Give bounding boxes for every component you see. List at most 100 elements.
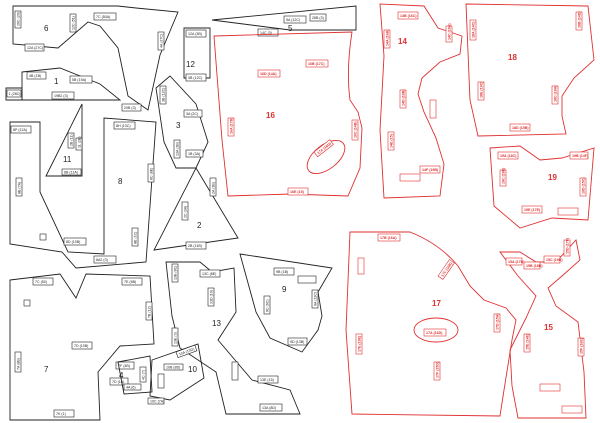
pattern-piece-1[interactable]: 1 4B (1B) 5B (19A) 1 (28C) 19B2 (3) 20B … xyxy=(5,67,142,112)
svg-text:9B (1B): 9B (1B) xyxy=(276,270,288,274)
piece-label: 6B (11A) xyxy=(61,168,82,176)
svg-text:7D (10B): 7D (10B) xyxy=(74,344,88,348)
pattern-piece-19[interactable]: 19 19A (18C) 19B (14F) 19C (18E) 19D (15… xyxy=(489,145,595,229)
piece-label: 2A (1B) xyxy=(209,177,217,197)
piece-number: 9 xyxy=(282,285,287,294)
piece-label xyxy=(231,361,239,381)
piece-label xyxy=(561,405,583,414)
piece-label: 15E (14E) xyxy=(523,333,531,353)
pattern-piece-3[interactable]: 3 3B (12C) 3A (2C) 13A (1B) 1B (3A) xyxy=(155,75,209,169)
piece-label: 17B (16A) xyxy=(377,233,401,242)
pattern-piece-8[interactable]: 8 8P (12A) 8H (13C) 8B (7A) 8D (10B) 8A2… xyxy=(9,117,157,269)
svg-text:16E (15): 16E (15) xyxy=(290,190,305,194)
piece-label: 19B2 (3) xyxy=(51,91,75,100)
piece-number: 16 xyxy=(266,111,275,120)
piece-label: 14F (19B) xyxy=(419,165,441,174)
svg-text:4A (6): 4A (6) xyxy=(126,386,136,390)
svg-text:8B (7A): 8B (7A) xyxy=(18,182,22,194)
piece-number: 14 xyxy=(398,37,407,46)
piece-label: 18A (14C) xyxy=(469,19,477,41)
svg-text:19B (14F): 19B (14F) xyxy=(572,154,589,158)
svg-text:10A (13D): 10A (13D) xyxy=(178,347,195,356)
svg-text:3A (2C): 3A (2C) xyxy=(186,112,198,116)
svg-text:13D (10): 13D (10) xyxy=(210,290,214,304)
piece-label: 10B (8D) xyxy=(163,363,184,371)
piece-label: 16B (17C) xyxy=(305,59,329,68)
piece-label: 12A (27C) xyxy=(24,43,45,52)
piece-label: 3B (12C) xyxy=(159,85,167,105)
svg-text:15F (16E): 15F (16E) xyxy=(580,337,584,354)
pattern-piece-14[interactable]: 14 14B (16C) 14A (16B) 14C (18A) 14D (18… xyxy=(379,3,463,199)
piece-label: 16E (15) xyxy=(287,187,309,196)
pattern-piece-10[interactable]: 10 10B (8D) 10A (13D) 10C (7A) xyxy=(147,343,205,405)
piece-label: 17E (19E) xyxy=(355,333,363,355)
pattern-piece-12[interactable]: 12 12A (3B) 3B (12C) xyxy=(183,27,211,82)
svg-text:18B (14D): 18B (14D) xyxy=(578,11,582,28)
svg-text:16C (14B): 16C (14B) xyxy=(354,121,358,138)
svg-text:7C (50): 7C (50) xyxy=(35,280,47,284)
piece-label: 15B (18D) xyxy=(523,261,543,270)
pattern-piece-16[interactable]: 16 16D (14A) 16B (17C) 16A (17B) 16C (14… xyxy=(213,31,363,197)
piece-label: 10A (13D) xyxy=(175,344,198,359)
piece-label: 7A (8B) xyxy=(14,351,22,373)
svg-text:18C (19A): 18C (19A) xyxy=(554,85,558,102)
svg-text:7B (12): 7B (12) xyxy=(148,306,152,318)
piece-label: 1B (3A) xyxy=(185,149,204,158)
piece-label xyxy=(539,383,561,392)
piece-label: 8D (10B) xyxy=(63,237,87,246)
pattern-piece-15[interactable]: 15 15A (17D) 15B (18D) 15C (19D) 15D (17… xyxy=(499,237,587,419)
pattern-piece-5[interactable]: 5 5A (12C) 26B (3) 14C (3) xyxy=(211,5,357,37)
svg-text:19A (18C): 19A (18C) xyxy=(500,154,517,158)
svg-text:15E (14E): 15E (14E) xyxy=(526,333,530,350)
piece-label: 18C (19A) xyxy=(551,85,559,105)
svg-text:12C (51): 12C (51) xyxy=(72,16,76,30)
pattern-piece-11[interactable]: 11 6B (11A) 2B (11) 11 (2B) xyxy=(45,103,83,177)
pattern-piece-4[interactable]: 4 4A (6) 4C (7) xyxy=(117,355,153,395)
svg-text:17E (19E): 17E (19E) xyxy=(358,335,362,352)
pattern-piece-9[interactable]: 9 9B (1B) 9C (6C) 9A (13C) 9D (13B) xyxy=(239,253,333,353)
piece-number: 12 xyxy=(186,60,195,69)
svg-text:18A (14C): 18A (14C) xyxy=(472,21,476,38)
svg-text:5A (12C): 5A (12C) xyxy=(286,18,300,22)
piece-label xyxy=(157,373,165,389)
pattern-piece-6[interactable]: 6 7C (50A) 26C (20) 12A (27C) 12C (51) 4… xyxy=(12,5,179,111)
svg-text:8E (1C): 8E (1C) xyxy=(134,232,138,244)
svg-text:3B (12C): 3B (12C) xyxy=(188,76,202,80)
svg-text:13B (8C): 13B (8C) xyxy=(174,266,178,280)
piece-label: 7E (6B) xyxy=(121,277,143,286)
svg-text:13E (3): 13E (3) xyxy=(174,332,178,344)
piece-number: 6 xyxy=(44,24,49,33)
svg-text:5B (19A): 5B (19A) xyxy=(72,78,86,82)
svg-text:17A (16D): 17A (16D) xyxy=(426,331,443,335)
svg-text:14D (18B): 14D (18B) xyxy=(402,89,406,106)
piece-label: 14C (3) xyxy=(257,28,279,37)
svg-text:7D (1A): 7D (1A) xyxy=(112,380,124,384)
svg-text:15A (17D): 15A (17D) xyxy=(508,260,525,264)
piece-label: 1 (28C) xyxy=(6,89,22,98)
pattern-piece-18[interactable]: 18 18A (14C) 18B (14D) 18C (19A) 18D (15… xyxy=(465,3,595,137)
piece-label: 19B (14F) xyxy=(569,151,589,160)
pattern-piece-7[interactable]: 7 7C (50) 7E (6B) 7A (8B) 7D (10B) 7B (1… xyxy=(9,273,155,421)
piece-label: 10C (7A) xyxy=(147,397,164,405)
piece-number: 8 xyxy=(118,177,123,186)
piece-label: 17C (16B) xyxy=(437,259,455,280)
svg-text:7A (8B): 7A (8B) xyxy=(17,358,21,370)
piece-label: 8H (13C) xyxy=(113,121,136,130)
piece-label: 19A (18C) xyxy=(497,151,519,160)
svg-text:26B (3): 26B (3) xyxy=(312,16,324,20)
piece-label: 11 (2B) xyxy=(75,136,83,151)
svg-text:16B (17C): 16B (17C) xyxy=(308,62,325,66)
piece-label: 18B (14D) xyxy=(575,11,583,31)
svg-text:15D (17F): 15D (17F) xyxy=(566,237,570,254)
piece-label: 19E (17E) xyxy=(521,205,543,214)
svg-text:12A (3B): 12A (3B) xyxy=(188,32,202,36)
piece-number: 2 xyxy=(197,221,202,230)
pattern-piece-2[interactable]: 2 2C (3A) 2A (1B) 2B (11B) xyxy=(153,167,239,251)
piece-label: 3A (2C) xyxy=(183,109,203,118)
piece-label: 17D (15A) xyxy=(493,313,501,333)
piece-label: 26B (3) xyxy=(309,13,327,22)
svg-text:4C (7): 4C (7) xyxy=(142,370,146,380)
piece-label xyxy=(557,207,579,216)
pattern-piece-17[interactable]: 17 17B (16A) 17C (16B) 17A (16D) 17D (15… xyxy=(345,231,517,417)
pattern-piece-13[interactable]: 13 13B (8C) 13C (8E) 13D (10) 13E (3) 13… xyxy=(165,261,301,415)
